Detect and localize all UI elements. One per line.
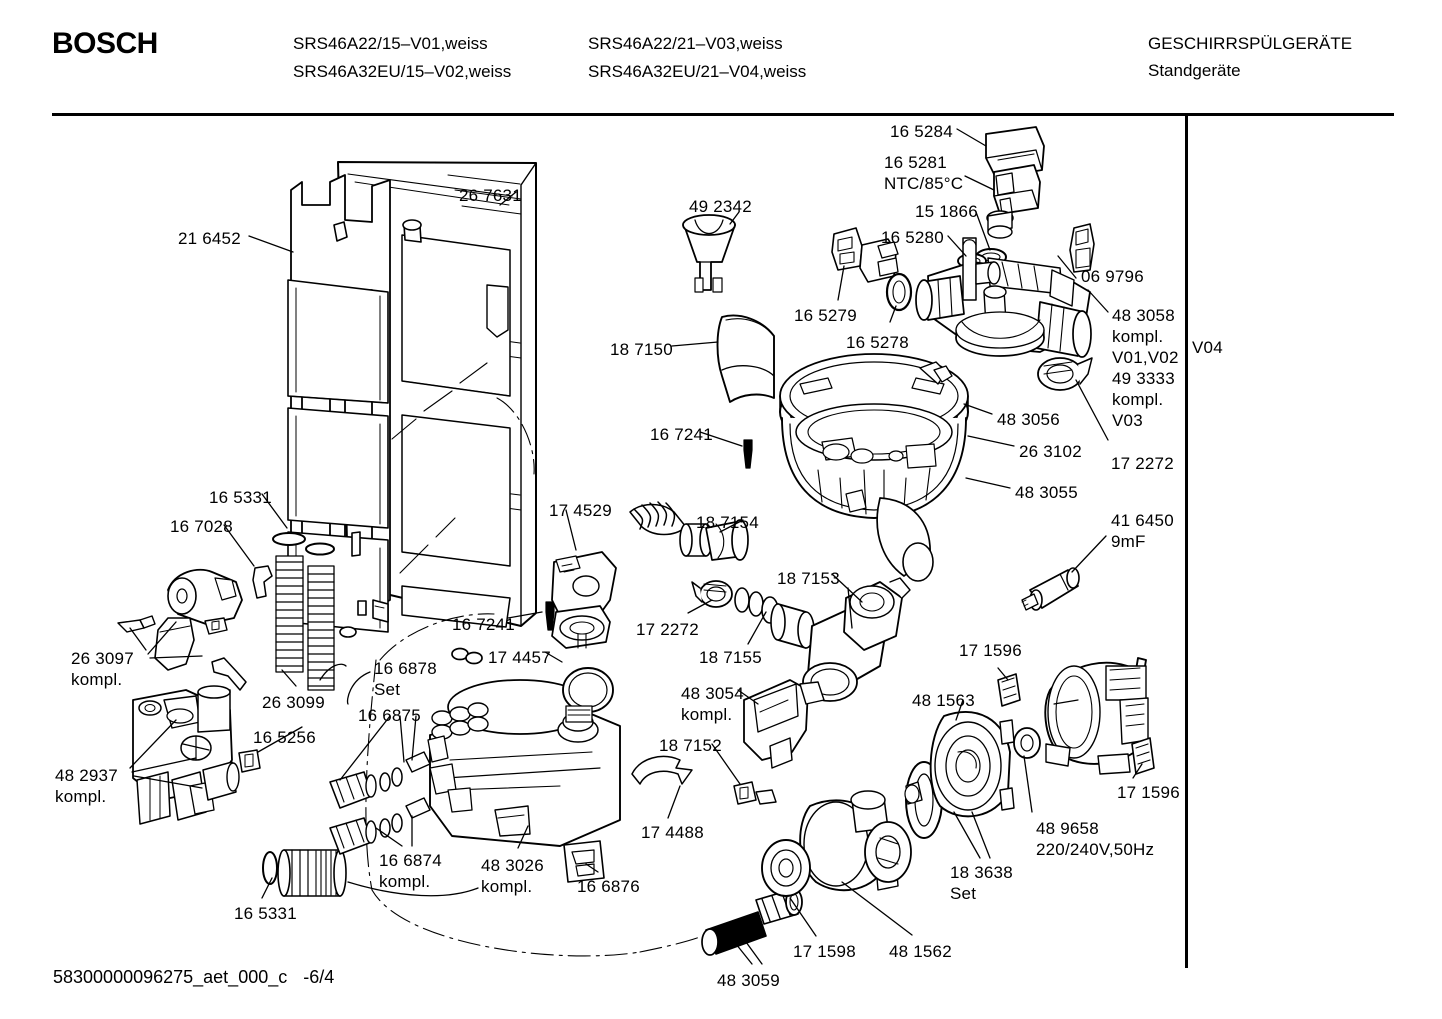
part-label-l-483026: 48 3026 kompl. <box>481 856 544 896</box>
part-label-l-171596a: 17 1596 <box>959 641 1022 660</box>
part-label-l-151866: 15 1866 <box>915 202 978 221</box>
category-title: GESCHIRRSPÜLGERÄTE <box>1148 34 1353 53</box>
model-line: SRS46A22/21–V03,weiss <box>588 34 783 53</box>
page-number: -6/4 <box>303 967 335 987</box>
part-label-l-216452: 21 6452 <box>178 229 241 248</box>
part-label-l-187152: 18 7152 <box>659 736 722 755</box>
part-label-l-172272b: 17 2272 <box>1111 454 1174 473</box>
part-label-l-166874: 16 6874 kompl. <box>379 851 442 891</box>
model-list-right: SRS46A22/21–V03,weiss SRS46A32EU/21–V04,… <box>588 30 806 86</box>
part-label-l-171596b: 17 1596 <box>1117 783 1180 802</box>
part-label-l-481563: 48 1563 <box>912 691 975 710</box>
part-label-l-174529: 17 4529 <box>549 501 612 520</box>
part-label-l-483059: 48 3059 <box>717 971 780 990</box>
part-label-l-267631: 26 7631 <box>459 186 522 205</box>
model-line: SRS46A32EU/15–V02,weiss <box>293 62 512 81</box>
part-label-l-165331b: 16 5331 <box>234 904 297 923</box>
part-label-l-166876: 16 6876 <box>577 877 640 896</box>
part-label-l-187154: 18 7154 <box>696 513 759 532</box>
bosch-logo: BOSCH <box>52 27 158 60</box>
part-label-l-172272a: 17 2272 <box>636 620 699 639</box>
part-label-l-174488: 17 4488 <box>641 823 704 842</box>
part-label-l-165279: 16 5279 <box>794 306 857 325</box>
frame-vertical-divider <box>1185 113 1188 968</box>
frame-top-rule <box>52 113 1394 116</box>
part-label-l-187153: 18 7153 <box>777 569 840 588</box>
part-label-l-171598: 17 1598 <box>793 942 856 961</box>
part-label-l-v04: V04 <box>1192 338 1223 357</box>
document-id: 58300000096275_aet_000_c <box>53 967 288 987</box>
part-label-l-482937: 48 2937 kompl. <box>55 766 118 806</box>
model-line: SRS46A22/15–V01,weiss <box>293 34 488 53</box>
part-label-l-183638: 18 3638 Set <box>950 863 1013 903</box>
part-label-l-174457: 17 4457 <box>488 648 551 667</box>
part-label-l-263102: 26 3102 <box>1019 442 1082 461</box>
part-label-l-069796: 06 9796 <box>1081 267 1144 286</box>
part-label-l-489658: 48 9658 220/240V,50Hz <box>1036 819 1155 859</box>
part-label-l-166875: 16 6875 <box>358 706 421 725</box>
part-label-l-493333: 49 3333 kompl. V03 <box>1112 369 1175 430</box>
part-label-l-167028: 16 7028 <box>170 517 233 536</box>
part-label-l-165331a: 16 5331 <box>209 488 272 507</box>
part-label-l-167241a: 16 7241 <box>650 425 713 444</box>
part-label-l-165284: 16 5284 <box>890 122 953 141</box>
part-label-l-165278: 16 5278 <box>846 333 909 352</box>
part-label-l-165281: 16 5281 NTC/85°C <box>884 153 964 193</box>
part-label-l-263097: 26 3097 kompl. <box>71 649 134 689</box>
part-label-l-492342: 49 2342 <box>689 197 752 216</box>
part-label-l-187150: 18 7150 <box>610 340 673 359</box>
part-label-l-187155: 18 7155 <box>699 648 762 667</box>
part-label-l-165256: 16 5256 <box>253 728 316 747</box>
part-label-l-483058: 48 3058 kompl. V01,V02 <box>1112 306 1179 367</box>
category-subtitle: Standgeräte <box>1148 61 1241 80</box>
part-label-l-483056: 48 3056 <box>997 410 1060 429</box>
part-label-l-416450: 41 6450 9mF <box>1111 511 1174 551</box>
part-label-l-167241b: 16 7241 <box>452 615 515 634</box>
part-label-l-483054: 48 3054 kompl. <box>681 684 744 724</box>
model-line: SRS46A32EU/21–V04,weiss <box>588 62 807 81</box>
category-block: GESCHIRRSPÜLGERÄTE Standgeräte <box>1148 30 1352 84</box>
part-label-l-481562: 48 1562 <box>889 942 952 961</box>
footer: 58300000096275_aet_000_c -6/4 <box>53 967 334 988</box>
model-list-left: SRS46A22/15–V01,weiss SRS46A32EU/15–V02,… <box>293 30 511 86</box>
part-label-l-166878: 16 6878 Set <box>374 659 437 699</box>
part-label-l-165280: 16 5280 <box>881 228 944 247</box>
part-label-l-263099: 26 3099 <box>262 693 325 712</box>
part-label-l-483055: 48 3055 <box>1015 483 1078 502</box>
